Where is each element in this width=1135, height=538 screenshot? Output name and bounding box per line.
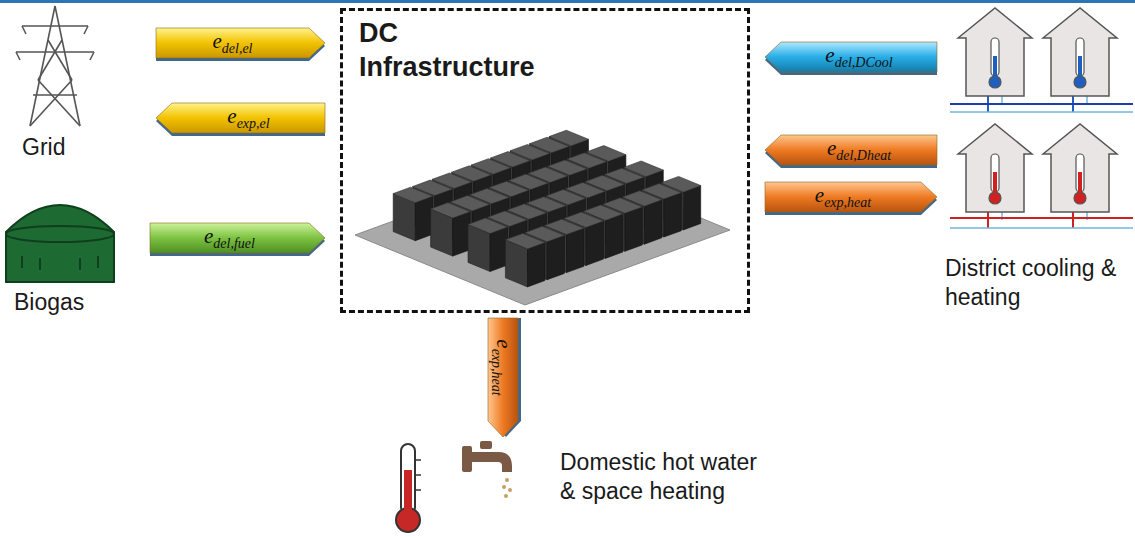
pylon-icon (16, 6, 94, 126)
flow-label: edel,DCool (825, 45, 892, 66)
server-racks (355, 130, 730, 305)
grid-source: Grid (0, 0, 136, 166)
flow-subscript: del,DCool (835, 55, 893, 70)
top-rule (0, 0, 1135, 3)
block-arrow (156, 28, 325, 61)
flow-symbol: e (827, 136, 836, 160)
thermometer-icon (396, 444, 421, 532)
block-arrow (765, 135, 937, 168)
datacenter-boundary: DC Infrastructure (340, 8, 750, 313)
node-label: District cooling & heating (945, 254, 1131, 312)
pipes (950, 104, 1133, 228)
node-label: Grid (22, 133, 132, 162)
flow-label: edel,Dheat (827, 138, 891, 159)
flow-symbol: e (204, 224, 213, 248)
block-arrow (150, 223, 325, 256)
faucet-icon (462, 441, 512, 498)
district-network: District cooling & heating (945, 0, 1133, 322)
flow-symbol: e (815, 183, 824, 207)
flow-label: eexp,heat (492, 339, 513, 395)
flow-label: edel,el (212, 31, 252, 52)
biogas-source: Biogas (0, 185, 135, 321)
biogas-dome (6, 205, 114, 282)
block-arrow (488, 318, 521, 437)
node-label: Biogas (14, 288, 129, 317)
flow-subscript: exp,heat (824, 195, 871, 210)
flow-label: edel,fuel (204, 226, 255, 247)
flow-subscript: del,el (222, 41, 253, 56)
node-label: DC Infrastructure (359, 17, 559, 85)
flow-label: eexp,heat (815, 185, 871, 206)
flow-subscript: del,Dheat (836, 148, 891, 163)
flow-subscript: exp,heat (488, 349, 503, 396)
flow-symbol: e (212, 29, 221, 53)
block-arrow (765, 42, 937, 75)
flow-subscript: del,fuel (213, 236, 255, 251)
houses (958, 8, 1117, 228)
flow-symbol: e (825, 43, 834, 67)
block-arrow (156, 103, 325, 136)
node-label: Domestic hot water & space heating (560, 448, 772, 506)
block-arrow (765, 182, 937, 215)
domestic-heat-sink: Domestic hot water & space heating (380, 440, 776, 536)
flow-subscript: exp,el (237, 116, 270, 131)
flow-symbol: e (491, 339, 515, 348)
flow-symbol: e (227, 104, 236, 128)
flow-label: eexp,el (227, 106, 269, 127)
